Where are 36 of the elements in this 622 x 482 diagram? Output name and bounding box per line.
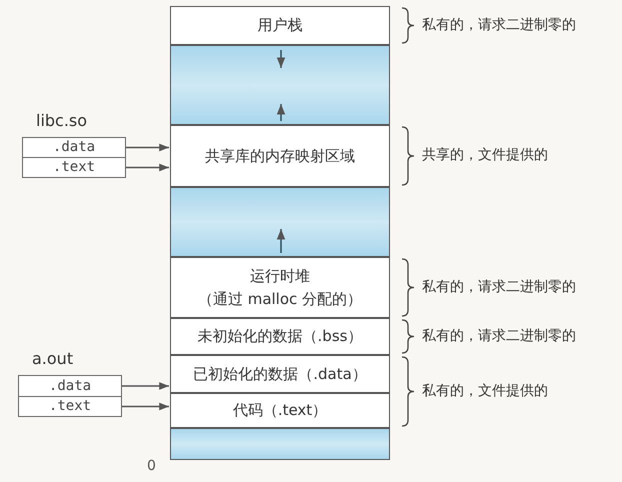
- section-cell: [18, 396, 122, 417]
- segment-label: （通过 malloc 分配的）: [198, 288, 362, 310]
- address-label: 0: [147, 458, 156, 474]
- segment-label: 代码（.text）: [232, 400, 328, 422]
- file-name: libc.so: [36, 111, 88, 130]
- memory-segment-box: [170, 6, 390, 45]
- memory-segment-box: [170, 355, 390, 393]
- file-name: a.out: [32, 349, 74, 368]
- arrow: [122, 402, 169, 410]
- segment-note: 私有的，请求二进制零的: [422, 16, 576, 34]
- segment-label: .text: [48, 397, 92, 416]
- segment-note: 共享的，文件提供的: [422, 146, 548, 164]
- segment-note: 私有的，请求二进制零的: [422, 278, 576, 296]
- segment-label: 用户栈: [258, 15, 302, 36]
- segment-label: .text: [52, 158, 96, 177]
- section-cell: [18, 375, 122, 397]
- segment-note: 私有的，请求二进制零的: [422, 326, 576, 344]
- segment-label: 已初始化的数据（.data）: [193, 364, 367, 385]
- section-cell: [22, 137, 126, 158]
- memory-segment-box: [170, 393, 390, 428]
- segment-note: 私有的，文件提供的: [422, 382, 548, 400]
- unused-memory-band: [170, 187, 390, 257]
- segment-label: 运行时堆: [250, 266, 310, 287]
- section-cell: [22, 157, 126, 178]
- segment-label: 未初始化的数据（.bss）: [198, 326, 362, 348]
- segment-label: .data: [52, 138, 96, 157]
- segment-label: 共享库的内存映射区域: [205, 146, 355, 167]
- memory-segment-box: [170, 257, 390, 318]
- arrow: [122, 382, 169, 390]
- arrow: [126, 144, 169, 152]
- memory-segment-box: [170, 318, 390, 355]
- memory-segment-box: [170, 125, 390, 187]
- unused-memory-band: [170, 45, 390, 125]
- unused-memory-band: [170, 428, 390, 460]
- segment-label: .data: [48, 376, 92, 396]
- arrow: [126, 164, 169, 172]
